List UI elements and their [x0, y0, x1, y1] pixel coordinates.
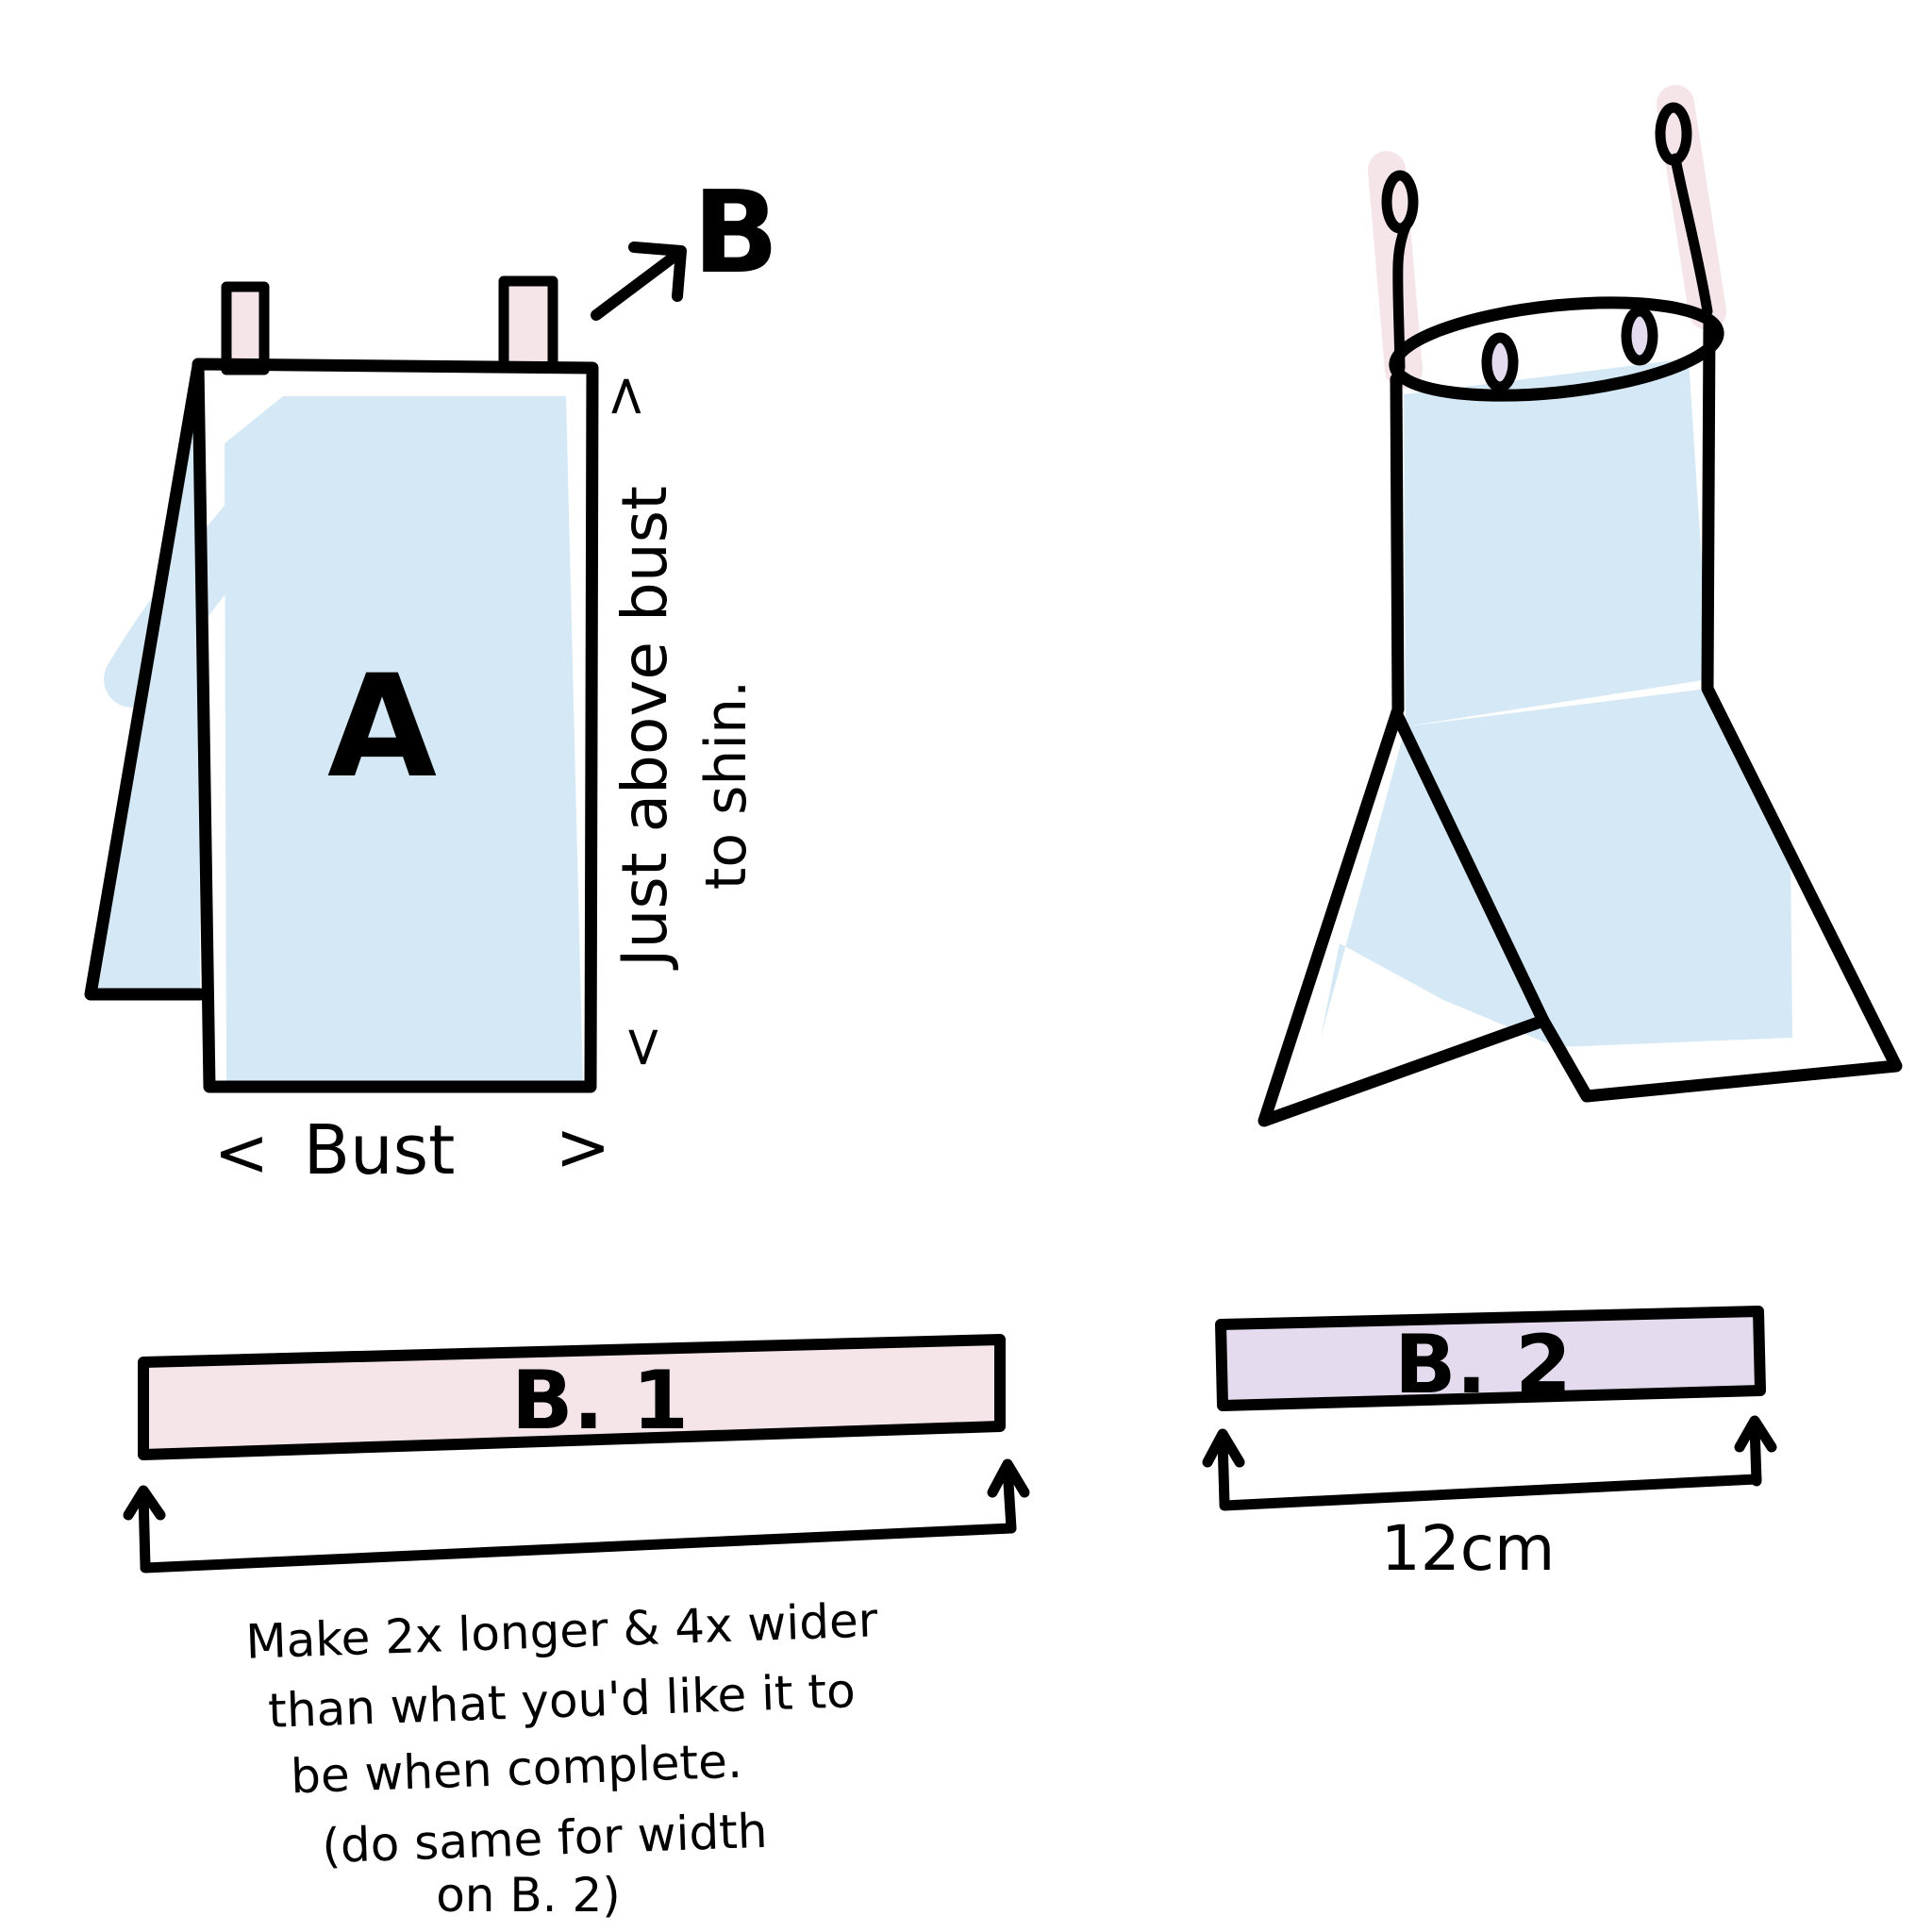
strap-b-label: B [692, 168, 778, 299]
panel-a-label: A [327, 645, 437, 809]
arrow-to-b [591, 242, 687, 321]
note-line-5: on B. 2) [436, 1868, 621, 1923]
strip-b1 [138, 1334, 1006, 1460]
bust-bracket-right: > [556, 1108, 611, 1186]
bust-label: Bust [304, 1110, 456, 1190]
strip-b1-group: B. 1 Make 2x longer & 4x wider than what… [123, 1334, 1030, 1923]
strip-b1-note: Make 2x longer & 4x wider than what you'… [245, 1592, 879, 1923]
bust-bracket-left: < [214, 1114, 270, 1191]
strip-b2-dimension: 12cm [1381, 1512, 1556, 1585]
note-line-3: be when complete. [290, 1734, 742, 1805]
strap-tab-left [221, 281, 270, 375]
dress-strap-right [1655, 102, 1713, 317]
dress-inner-loop-right [1621, 306, 1658, 366]
dress-inner-loop-left [1481, 332, 1519, 392]
note-line-2: than what you'd like it to [267, 1663, 856, 1739]
dress-strap-left [1381, 170, 1419, 374]
strip-b2 [1215, 1306, 1766, 1411]
height-label-line2: to shin. [693, 680, 759, 890]
note-line-4: (do same for width [321, 1804, 768, 1874]
strip-b1-label: B. 1 [511, 1354, 689, 1448]
dress-fold-line [1391, 710, 1550, 1027]
strip-b2-measure-arrow [1202, 1415, 1777, 1511]
height-bracket-top: > [592, 374, 657, 420]
height-label-line1: Just above bust [608, 486, 681, 971]
strip-b2-label: B. 2 [1394, 1318, 1572, 1412]
strip-b1-measure-arrow [123, 1458, 1030, 1574]
panel-a-front [192, 358, 599, 1093]
strap-tab-right [498, 275, 558, 374]
dress-neckline [1389, 296, 1724, 402]
assembled-dress-group [1257, 85, 1903, 1127]
strip-b2-group: B. 2 12cm [1202, 1306, 1777, 1585]
flat-panel-a-group: A B > Just above bust to shin. < < Bust … [84, 168, 779, 1191]
height-bracket-bottom: < [609, 1024, 674, 1071]
note-line-1: Make 2x longer & 4x wider [245, 1592, 879, 1669]
dress-body-outline [1257, 318, 1903, 1127]
panel-a-back-flap [84, 359, 207, 1001]
dress-blue-fill [1321, 358, 1792, 1047]
